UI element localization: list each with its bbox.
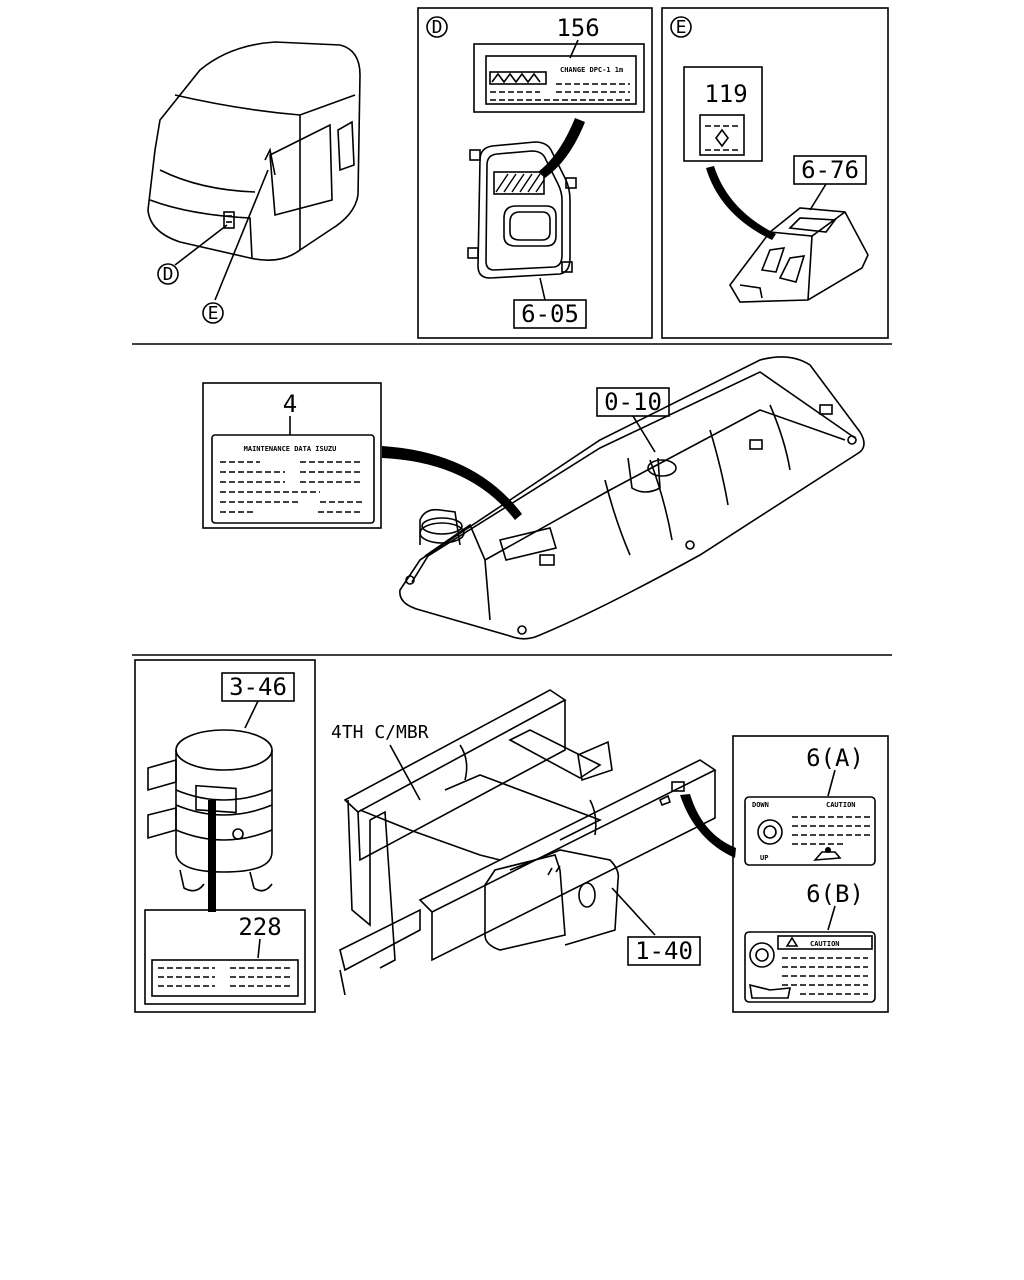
pointer-156 <box>538 118 585 178</box>
callout-circle-E <box>202 302 224 324</box>
pointer-6 <box>680 794 736 858</box>
part-6-05-panel <box>467 141 577 279</box>
panel-D-circle-label: D <box>432 17 443 38</box>
part-number-3-46: 3-46 <box>229 673 287 701</box>
part-number-156: 156 <box>556 14 599 42</box>
part-1-40-box <box>627 936 701 966</box>
pointer-228 <box>208 800 216 912</box>
frame-member-label: 4TH C/MBR <box>331 722 429 743</box>
part-number-6-05: 6-05 <box>521 300 579 328</box>
part-number-6b: 6(B) <box>806 880 864 908</box>
panel-D-frame <box>417 7 653 339</box>
truck-cab-illustration <box>147 41 361 261</box>
label-156-text: CHANGE DPC-1 1m <box>560 66 623 74</box>
leader-D <box>174 224 228 266</box>
panel-6-frame <box>732 735 889 1013</box>
panel-E-frame <box>661 7 889 339</box>
label-6b-caution: CAUTION <box>810 940 840 948</box>
part-number-228: 228 <box>238 913 281 941</box>
part-number-119: 119 <box>704 80 747 108</box>
part-number-6a: 6(A) <box>806 744 864 772</box>
label-6a-down: DOWN <box>752 801 769 809</box>
chassis-frame-illustration <box>339 689 717 996</box>
label-6a-caution: CAUTION <box>826 801 856 809</box>
panel-D-circle <box>426 16 448 38</box>
part-number-6-76: 6-76 <box>801 156 859 184</box>
label-4 <box>202 382 382 529</box>
pointer-4 <box>382 446 522 520</box>
label-6a-up: UP <box>760 854 768 862</box>
leader-E <box>214 169 269 301</box>
part-6-05-box <box>513 299 587 329</box>
label-6b <box>744 931 876 1003</box>
label-4-title: MAINTENANCE DATA ISUZU <box>244 445 337 453</box>
part-number-1-40: 1-40 <box>635 937 693 965</box>
callout-E-label: E <box>208 303 219 324</box>
part-6-76-console <box>729 207 869 303</box>
callout-circle-D <box>157 263 179 285</box>
part-0-10-rocker-cover <box>399 356 865 640</box>
panel-E-circle-label: E <box>676 17 687 38</box>
part-3-46-cylinder <box>147 729 273 892</box>
label-119 <box>683 66 763 162</box>
part-6-76-box <box>793 155 867 185</box>
callout-D-label: D <box>163 264 174 285</box>
label-6a <box>744 796 876 866</box>
panel-E-circle <box>670 16 692 38</box>
panel-3-46-frame <box>134 659 316 1013</box>
pointer-119 <box>706 166 776 240</box>
part-number-4: 4 <box>283 390 297 418</box>
label-156 <box>473 43 645 113</box>
part-number-0-10: 0-10 <box>604 388 662 416</box>
label-228 <box>144 909 306 1005</box>
